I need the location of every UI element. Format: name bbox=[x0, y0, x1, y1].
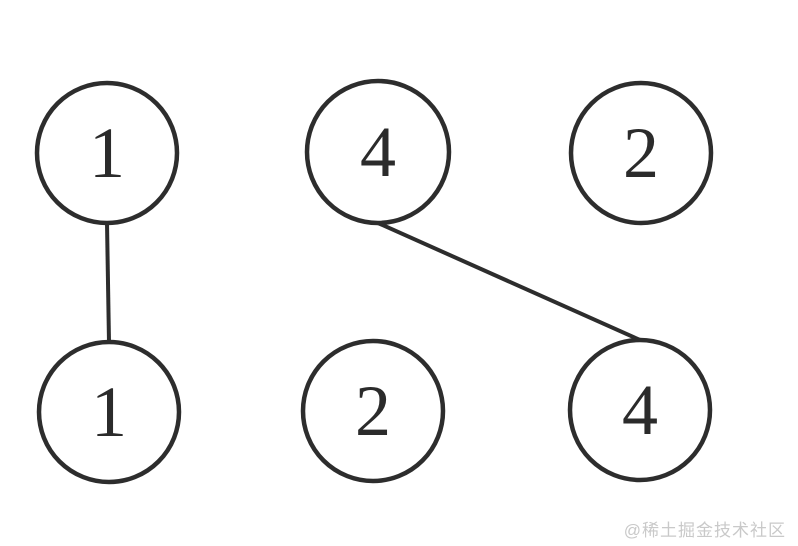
nodes-layer: 1 4 2 1 2 4 bbox=[34, 78, 714, 485]
node-bottom-1: 1 bbox=[36, 339, 182, 485]
node-circle bbox=[300, 338, 446, 484]
node-top-4: 4 bbox=[304, 78, 452, 226]
edge-top-1-bottom-1 bbox=[105, 222, 111, 343]
node-bottom-4: 4 bbox=[567, 337, 713, 483]
node-label: 1 bbox=[89, 113, 125, 193]
node-label: 4 bbox=[360, 112, 396, 192]
edge-top-4-bottom-4 bbox=[377, 221, 641, 342]
node-circle bbox=[567, 337, 713, 483]
node-circle bbox=[568, 80, 714, 226]
watermark: @稀土掘金技术社区 bbox=[623, 521, 786, 540]
node-circle bbox=[36, 339, 182, 485]
node-top-2: 2 bbox=[568, 80, 714, 226]
node-label: 1 bbox=[91, 372, 127, 452]
node-top-1: 1 bbox=[34, 80, 180, 226]
node-bottom-2: 2 bbox=[300, 338, 446, 484]
node-circle bbox=[34, 80, 180, 226]
node-label: 2 bbox=[355, 371, 391, 451]
edges-layer bbox=[105, 221, 641, 343]
node-label: 4 bbox=[622, 370, 658, 450]
node-label: 2 bbox=[623, 113, 659, 193]
node-circle bbox=[304, 78, 452, 226]
